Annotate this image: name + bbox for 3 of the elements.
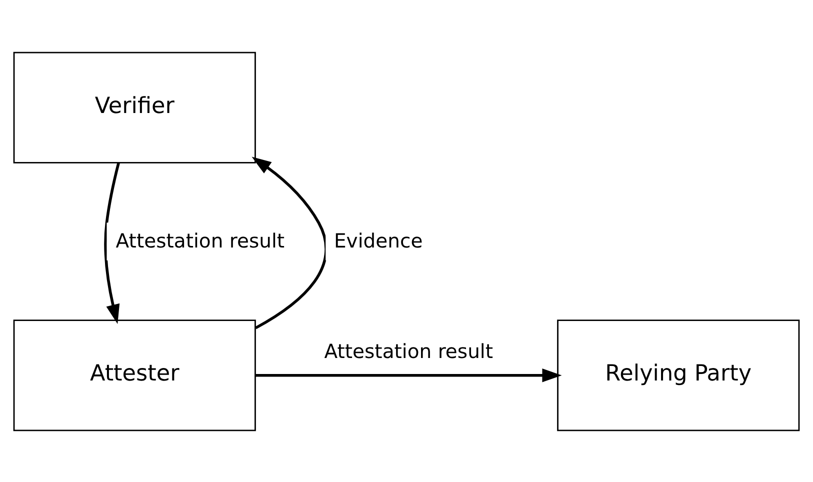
edge-label: Attestation result — [116, 228, 285, 252]
edge-label: Attestation result — [324, 340, 494, 363]
edge-label: Evidence — [334, 228, 423, 252]
